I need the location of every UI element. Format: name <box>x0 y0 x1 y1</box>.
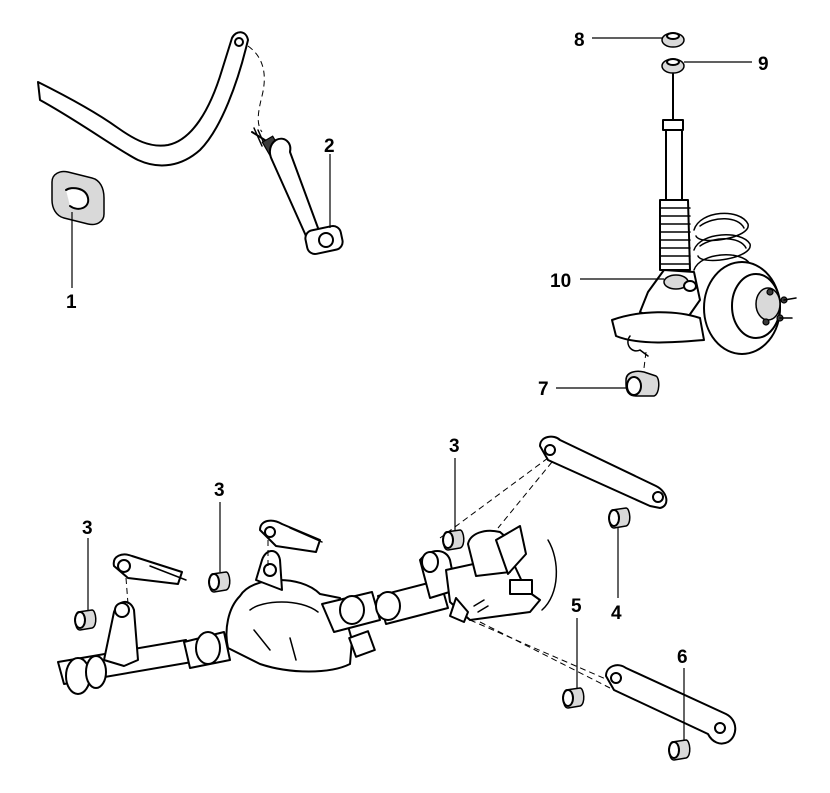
strut-assembly <box>611 32 797 397</box>
bushings-part-3 <box>74 529 465 631</box>
callout-1: 1 <box>66 292 77 313</box>
bushing-part-5 <box>562 687 585 709</box>
stabilizer-link-part-2: 2 <box>247 45 344 255</box>
callout-10: 10 <box>550 271 571 292</box>
callout-6: 6 <box>677 647 688 668</box>
bushing-part-6 <box>668 739 691 761</box>
callout-2: 2 <box>324 136 335 157</box>
callout-3-right: 3 <box>449 436 460 457</box>
stabilizer-bar <box>37 31 249 167</box>
callout-9: 9 <box>758 54 769 75</box>
callout-8: 8 <box>574 30 585 51</box>
callout-3-middle: 3 <box>214 480 225 501</box>
stabilizer-bushing-part-1: 1 <box>51 170 105 313</box>
bushing-part-4 <box>608 507 631 529</box>
callout-7: 7 <box>538 379 549 400</box>
callout-4: 4 <box>611 603 622 624</box>
callout-3-left: 3 <box>82 518 93 539</box>
rear-axle-assembly <box>57 435 737 745</box>
callout-5: 5 <box>571 596 582 617</box>
